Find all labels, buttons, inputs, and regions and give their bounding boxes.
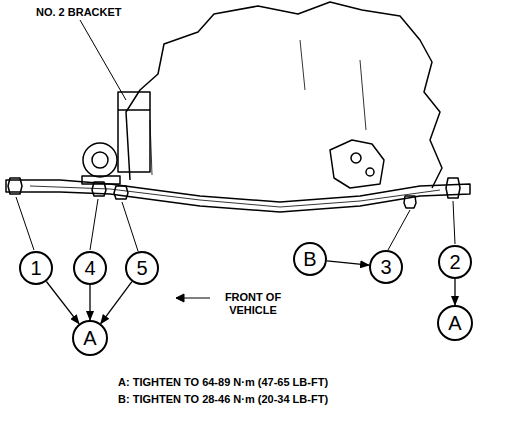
torque-note: A: TIGHTEN TO 64-89 N·m (47-65 LB-FT) (118, 376, 328, 389)
leader-line (90, 199, 98, 250)
rear-bracket-hole (366, 168, 374, 176)
direction-note: FRONT OF VEHICLE (214, 291, 292, 316)
callout-circle: 3 (369, 250, 403, 284)
callout-letter: 1 (30, 258, 41, 278)
engine-mount-center (92, 152, 108, 168)
bolt (8, 178, 22, 194)
engine-detail (150, 40, 366, 175)
callout-letter: 5 (136, 258, 147, 278)
callout-circle: 1 (19, 251, 53, 285)
callout-letter: 3 (380, 257, 391, 277)
callout-letter: 4 (84, 258, 95, 278)
callout-letter: A (83, 328, 96, 348)
callout-letter: B (303, 249, 316, 269)
leader-line (122, 202, 138, 251)
callout-circle: A (72, 320, 108, 356)
leader-line (453, 201, 455, 244)
leader-line (16, 197, 34, 250)
mount-base (82, 176, 120, 184)
callout-connector (89, 285, 90, 320)
callout-letter: 2 (449, 252, 460, 272)
engine-outline (126, 2, 442, 188)
callout-circle: 2 (438, 245, 472, 279)
callout-letter: A (448, 313, 461, 333)
bolt (446, 178, 460, 198)
callout-connector (454, 279, 455, 305)
callout-connector (327, 261, 369, 265)
bolt (92, 182, 106, 196)
callout-circle: 5 (125, 251, 159, 285)
direction-arrowhead (176, 294, 184, 302)
bolt (114, 186, 128, 199)
leader-line (80, 20, 126, 100)
rear-bracket (330, 140, 384, 188)
part-name: NO. 2 BRACKET (36, 6, 122, 19)
no2-bracket (118, 92, 150, 172)
callout-circle: B (293, 242, 327, 276)
torque-note: B: TIGHTEN TO 28-46 N·m (20-34 LB-FT) (118, 393, 328, 406)
callout-circle: A (437, 305, 473, 341)
crossmember (6, 180, 470, 212)
callout-connector (101, 282, 132, 324)
callout-connector (46, 282, 79, 324)
bolt (404, 196, 416, 208)
callout-circle: 4 (73, 251, 107, 285)
engine-mount (83, 143, 117, 177)
rear-bracket-hole (351, 153, 361, 163)
leader-line (388, 210, 410, 250)
